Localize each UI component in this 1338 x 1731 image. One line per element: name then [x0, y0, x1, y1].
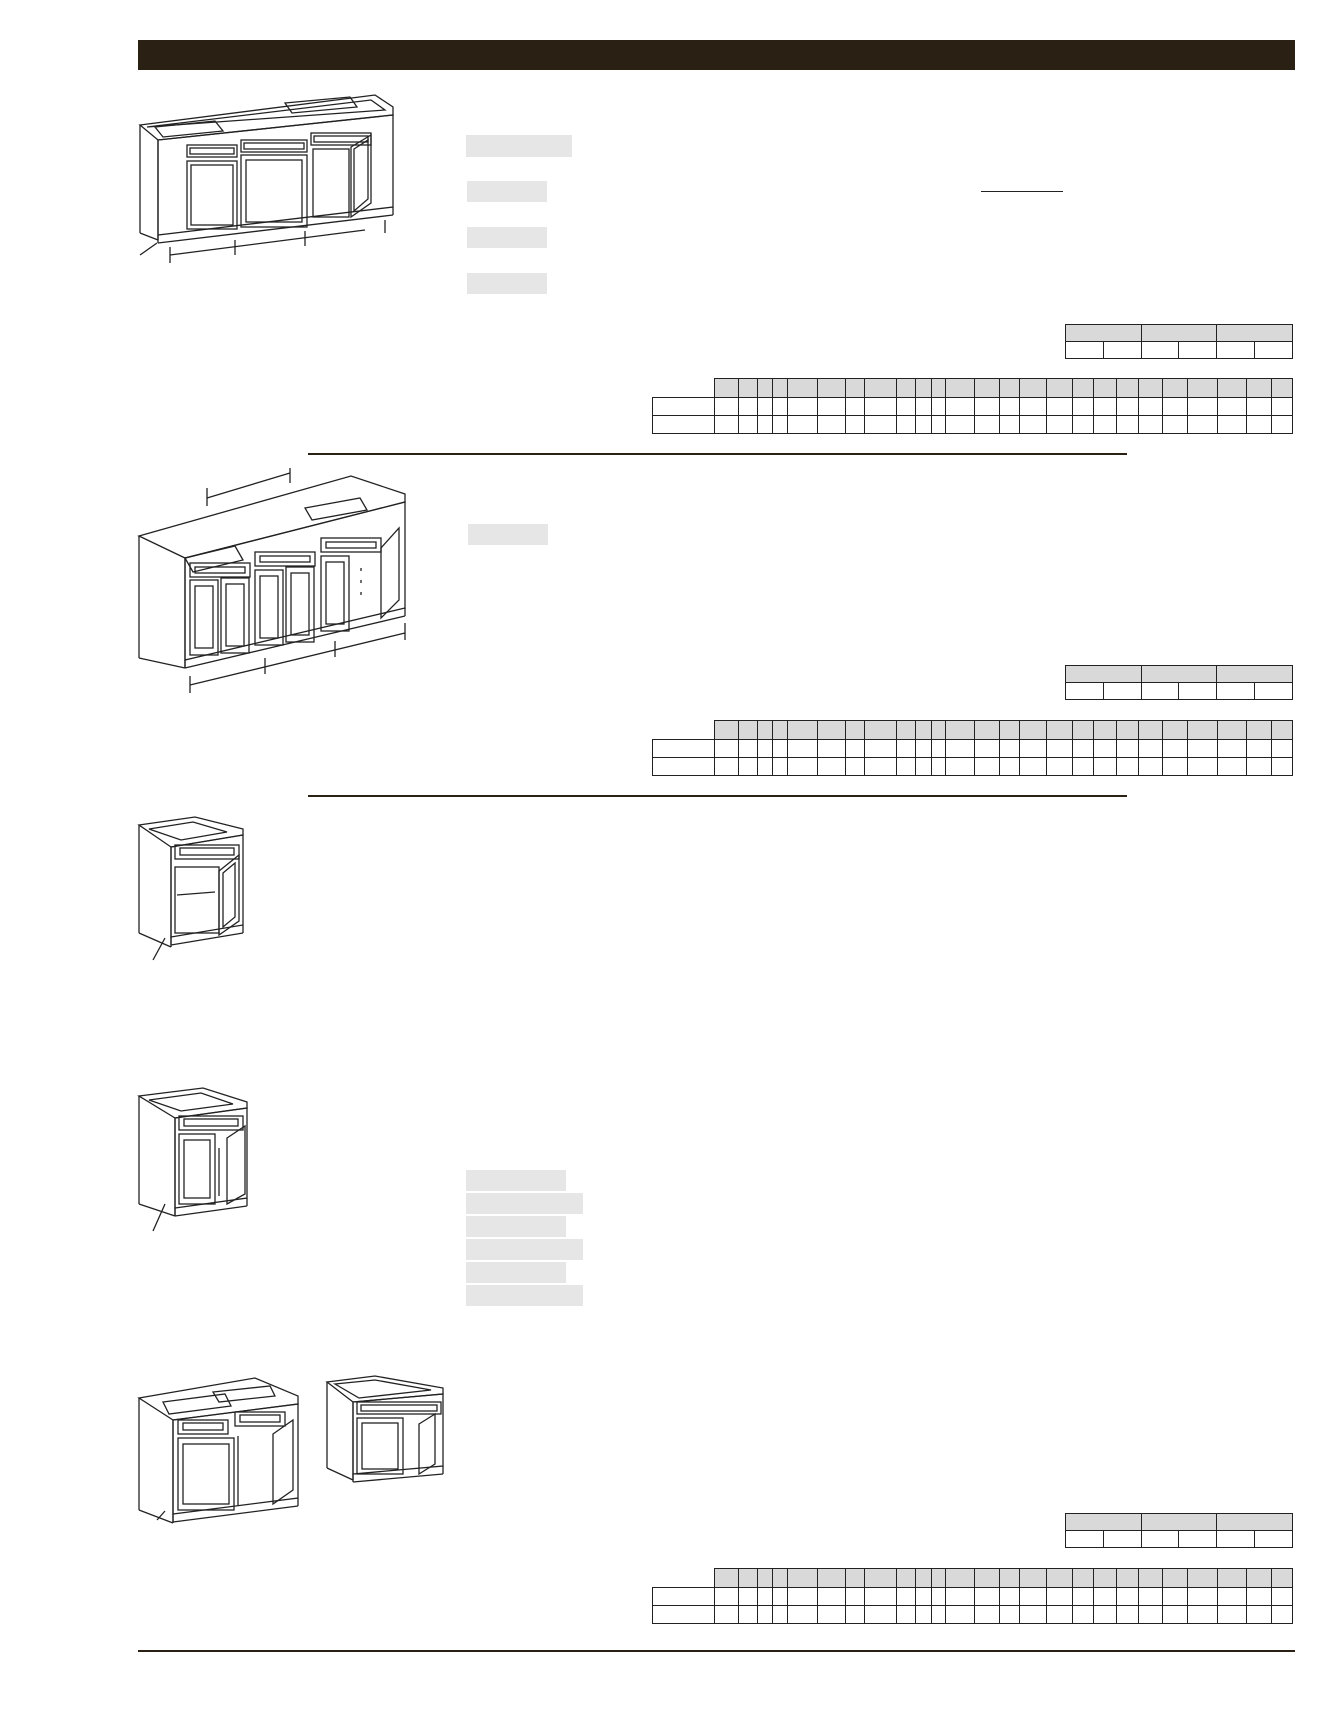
- finish-header-table: [1065, 665, 1293, 700]
- item-code-tag: [466, 1239, 583, 1260]
- double-door-vanity-base-drawing: [135, 1086, 255, 1236]
- vanity-combination-cabinet-drawing: [135, 85, 405, 275]
- price-table: [651, 1568, 1294, 1624]
- item-code-tag: [467, 273, 547, 294]
- price-table: [651, 378, 1294, 434]
- signature-underline: [981, 191, 1063, 192]
- single-door-vanity-base-drawing: [135, 815, 250, 965]
- item-code-tag: [467, 227, 547, 248]
- finish-header-table: [1065, 1513, 1293, 1548]
- vanity-double-sink-cabinet-drawing: [135, 468, 415, 693]
- price-table: [651, 720, 1294, 776]
- section-divider: [308, 795, 1127, 797]
- item-code-tag: [466, 1285, 583, 1306]
- vanity-drawer-combo-drawings: [135, 1368, 455, 1528]
- item-code-tag: [467, 181, 547, 202]
- item-code-tag: [468, 524, 548, 545]
- footer-rule: [138, 1650, 1295, 1652]
- header-bar: [138, 40, 1295, 70]
- item-code-tag: [466, 1216, 566, 1237]
- finish-header-table: [1065, 324, 1293, 359]
- item-code-tag: [466, 1193, 583, 1214]
- item-code-tag: [466, 1262, 566, 1283]
- item-code-tag: [466, 135, 572, 157]
- item-code-tag: [466, 1170, 566, 1191]
- section-divider: [308, 453, 1127, 455]
